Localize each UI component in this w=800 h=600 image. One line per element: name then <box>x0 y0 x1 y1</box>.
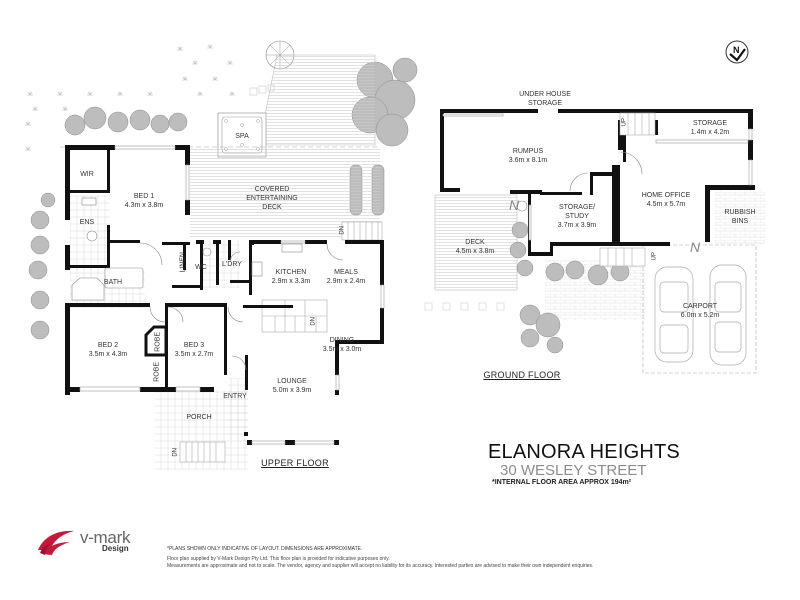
room-label-robe-2: ROBE <box>153 362 161 382</box>
svg-text:N: N <box>733 45 740 55</box>
property-suburb: ELANORA HEIGHTS <box>488 441 680 463</box>
north-arrow-icon: N <box>725 40 749 64</box>
svg-text:N: N <box>690 239 701 255</box>
brand-name: v-mark <box>80 528 131 547</box>
upper-floor-title: UPPER FLOOR <box>261 458 329 468</box>
room-label-robe-1: ROBE <box>154 332 162 352</box>
stair-mark-dn-internal: DN <box>310 317 317 326</box>
spa-label: SPA <box>235 133 249 140</box>
stair-mark-dn-deck: DN <box>339 226 346 235</box>
ground-floor-title: GROUND FLOOR <box>483 370 561 380</box>
upper-floor-walls <box>65 145 384 445</box>
stair-mark-dn-porch: DN <box>172 448 179 457</box>
room-label-wc: WC <box>195 264 207 271</box>
room-label-linen: LINEN <box>179 252 187 273</box>
svg-text:N: N <box>509 197 520 213</box>
disclaimer-line-3: Measurements are approximate and not to … <box>167 563 594 569</box>
room-label-entry: ENTRY <box>223 393 247 400</box>
room-label-ens: ENS <box>79 219 95 226</box>
brand-sub: Design <box>102 544 129 553</box>
disclaimer-line-1: *PLANS SHOWN ONLY INDICATIVE OF LAYOUT. … <box>167 546 363 552</box>
room-label-porch: PORCH <box>186 414 212 421</box>
v-mark-swoosh-icon <box>38 530 74 555</box>
upper-grass <box>24 44 236 151</box>
room-label-bath: BATH <box>103 279 123 286</box>
room-label-laundry: L'DRY <box>222 261 242 268</box>
disclaimer-line-2: Floor plan supplied by V-Mark Design Pty… <box>167 556 390 562</box>
v-mark-logo: v-mark Design <box>36 528 166 558</box>
floor-area-note: *INTERNAL FLOOR AREA APPROX 194m² <box>492 479 632 486</box>
stair-mark-up-2: UP <box>651 252 658 261</box>
stair-mark-up-1: UP <box>621 118 628 127</box>
property-address: 30 WESLEY STREET <box>500 462 647 479</box>
room-label-wir: WIR <box>80 171 94 178</box>
